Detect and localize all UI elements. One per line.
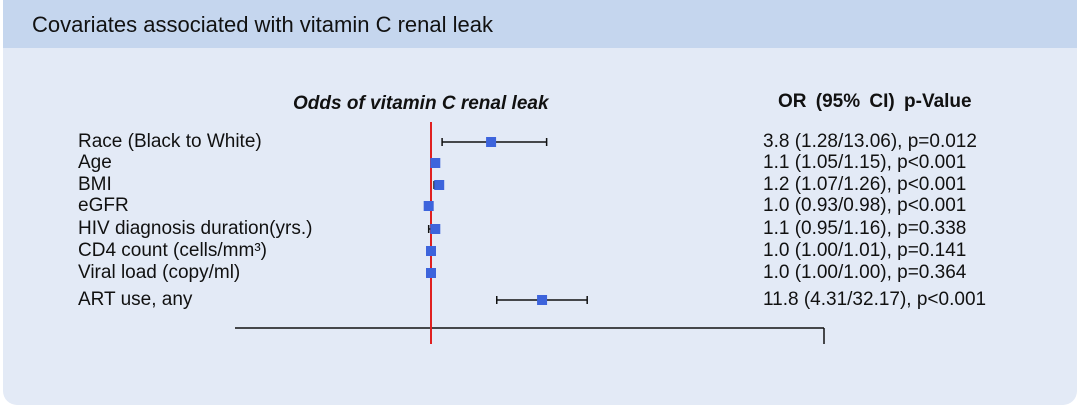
- row-label: eGFR: [78, 195, 129, 216]
- forest-plot: [235, 122, 825, 344]
- column-header: OR (95% CI) p-Value: [778, 91, 972, 112]
- row-stat: 11.8 (4.31/32.17), p<0.001: [763, 289, 987, 310]
- point-estimate: [486, 137, 497, 147]
- point-estimate: [430, 158, 441, 168]
- point-estimate: [426, 268, 436, 278]
- figure-title: Covariates associated with vitamin C ren…: [32, 12, 493, 37]
- row-label: CD4 count (cells/mm³): [78, 240, 267, 261]
- row-stat: 1.0 (1.00/1.00), p=0.364: [763, 262, 967, 283]
- row-label: Race (Black to White): [78, 131, 262, 152]
- point-estimate: [430, 224, 441, 234]
- plot-title: Odds of vitamin C renal leak: [293, 93, 549, 114]
- row-stat: 1.0 (1.00/1.01), p=0.141: [763, 240, 967, 261]
- row-stat: 1.1 (0.95/1.16), p=0.338: [763, 218, 967, 239]
- point-estimate: [537, 295, 548, 305]
- row-stat: 1.0 (0.93/0.98), p<0.001: [763, 195, 967, 216]
- row-label: Age: [78, 152, 112, 173]
- point-estimate: [426, 246, 436, 256]
- row-label: ART use, any: [78, 289, 193, 310]
- figure-panel: Covariates associated with vitamin C ren…: [3, 0, 1077, 405]
- row-stat: 1.1 (1.05/1.15), p<0.001: [763, 152, 967, 173]
- point-estimate: [423, 201, 434, 211]
- row-stat: 1.2 (1.07/1.26), p<0.001: [763, 174, 967, 195]
- row-label: BMI: [78, 174, 112, 195]
- row-label: Viral load (copy/ml): [78, 262, 241, 283]
- row-stat: 3.8 (1.28/13.06), p=0.012: [763, 131, 977, 152]
- row-label: HIV diagnosis duration(yrs.): [78, 218, 313, 239]
- header-band: Covariates associated with vitamin C ren…: [3, 0, 1077, 48]
- point-estimate: [434, 180, 445, 190]
